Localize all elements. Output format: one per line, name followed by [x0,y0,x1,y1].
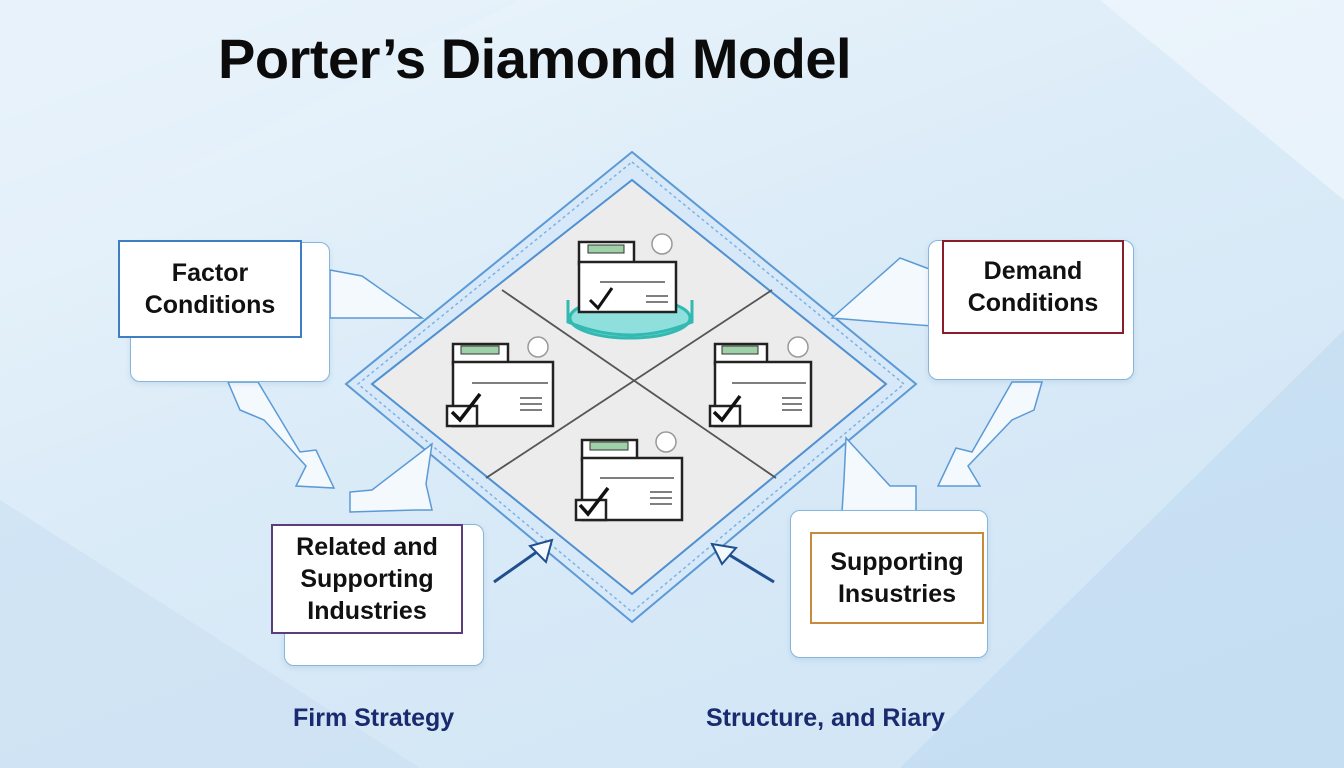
diamond-divider-1 [501,289,777,479]
supporting-industries-label: Supporting Insustries [810,532,984,624]
document-check-icon [574,431,684,522]
page-title: Porter’s Diamond Model [218,27,852,90]
arrow-factor-down [226,381,336,489]
arrow-demand-down [936,381,1043,487]
diamond-outer-dashed [356,161,906,613]
diamond-inner [370,178,888,596]
factor-conditions-label: Factor Conditions [118,240,302,338]
caption-firm-strategy: Firm Strategy [293,704,455,732]
document-check-icon [445,336,555,428]
related-industries-label: Related and Supporting Industries [271,524,463,634]
arrow-demand-in [830,257,933,327]
caption-structure-rivalry: Structure, and Riary [706,704,945,732]
document-check-icon [708,336,813,428]
document-check-icon [566,233,694,340]
demand-conditions-label: Demand Conditions [942,240,1124,334]
arrow-small-right [710,542,775,584]
arrow-factor-in [329,269,425,319]
arrow-related-up [349,442,434,513]
arrow-small-left [493,538,554,584]
arrow-supporting-up [841,436,917,513]
diamond-divider-2 [485,289,773,479]
